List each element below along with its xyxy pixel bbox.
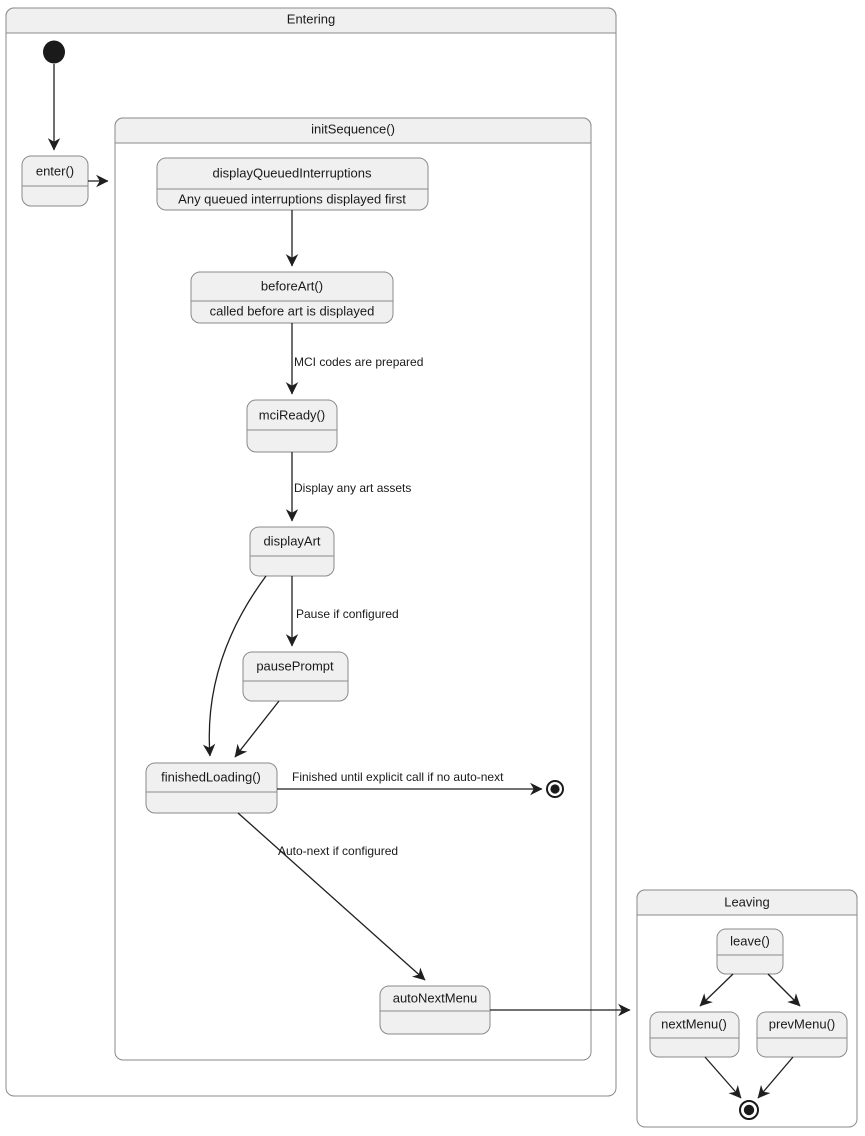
container-initsequence: initSequence() (114, 117, 592, 1061)
final-state-inner-dot (550, 784, 560, 794)
state-prev-menu[interactable]: prevMenu() (756, 1011, 848, 1058)
state-before-art[interactable]: beforeArt() called before art is display… (190, 271, 394, 324)
state-finishedloading-label: finishedLoading() (161, 769, 261, 784)
edge-label-pause-if-configured: Pause if configured (296, 607, 399, 621)
edge-nextmenu-to-final (704, 1056, 742, 1099)
state-pauseprompt-label: pausePrompt (256, 658, 334, 673)
final-state-leaving-inner-dot (743, 1104, 755, 1116)
state-auto-next-menu[interactable]: autoNextMenu (379, 985, 491, 1035)
state-mci-ready[interactable]: mciReady() (246, 399, 338, 453)
state-next-menu[interactable]: nextMenu() (649, 1011, 740, 1058)
edge-finishedloading-to-autonextmenu (237, 812, 426, 981)
edge-leave-to-prevmenu (767, 973, 801, 1007)
initial-state-node (43, 40, 65, 64)
state-pauseprompt-box[interactable] (242, 651, 349, 702)
state-display-queued-interruptions[interactable]: displayQueuedInterruptions Any queued in… (156, 157, 429, 211)
state-enter[interactable]: enter() (21, 155, 89, 207)
final-state-initsequence (546, 780, 564, 798)
initsequence-body (114, 117, 592, 1061)
state-prevmenu-label: prevMenu() (769, 1016, 835, 1031)
state-nextmenu-box[interactable] (649, 1011, 740, 1058)
state-nextmenu-label: nextMenu() (661, 1016, 727, 1031)
entering-title: Entering (287, 11, 335, 26)
edge-label-display-art: Display any art assets (294, 481, 411, 495)
leaving-title: Leaving (724, 894, 770, 909)
state-beforeart-description: called before art is displayed (210, 303, 375, 318)
state-mciready-label: mciReady() (259, 407, 325, 422)
edge-label-mci-codes: MCI codes are prepared (294, 355, 423, 369)
state-display-art[interactable]: displayArt (249, 526, 335, 577)
state-autonextmenu-label: autoNextMenu (393, 990, 478, 1005)
state-pause-prompt[interactable]: pausePrompt (242, 651, 349, 702)
state-finished-loading[interactable]: finishedLoading() (145, 762, 278, 814)
state-finishedloading-box[interactable] (145, 762, 278, 814)
state-dqi-label: displayQueuedInterruptions (213, 165, 372, 180)
container-leaving: Leaving (636, 889, 858, 1128)
final-state-leaving (739, 1100, 759, 1120)
edge-displayart-to-finishedloading (202, 575, 267, 757)
edge-label-auto-next: Auto-next if configured (278, 844, 398, 858)
state-dqi-description: Any queued interruptions displayed first (178, 191, 406, 206)
edge-leave-to-nextmenu (699, 973, 734, 1007)
state-leave-label: leave() (730, 933, 770, 948)
leaving-body (636, 889, 858, 1128)
initsequence-title: initSequence() (311, 121, 395, 136)
state-leave-box[interactable] (716, 928, 784, 975)
state-prevmenu-box[interactable] (756, 1011, 848, 1058)
edge-pauseprompt-to-finishedloading (234, 700, 280, 758)
state-enter-label: enter() (36, 163, 74, 178)
state-leave[interactable]: leave() (716, 928, 784, 975)
edge-label-finished-until-explicit: Finished until explicit call if no auto-… (292, 770, 504, 784)
state-displayart-label: displayArt (263, 533, 320, 548)
edge-prevmenu-to-final (757, 1056, 794, 1099)
state-beforeart-label: beforeArt() (261, 278, 323, 293)
